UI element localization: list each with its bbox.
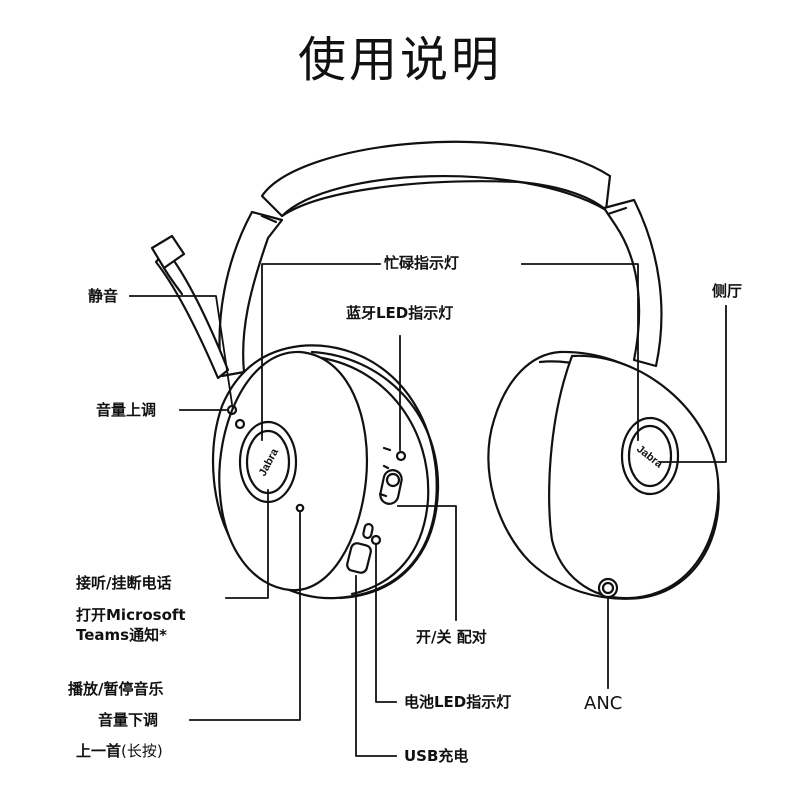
- label-previous-main: 上一首: [76, 742, 122, 760]
- label-previous: 上一首(长按): [76, 742, 163, 761]
- microphone-boom: [154, 248, 230, 380]
- label-battery-led: 电池LED指示灯: [404, 693, 512, 711]
- volume-up-button: [234, 418, 246, 430]
- right-yoke: [602, 198, 663, 368]
- label-previous-hint: (长按): [121, 742, 163, 760]
- microphone-tip: [150, 234, 186, 270]
- label-power-pair: 开/关 配对: [416, 628, 487, 646]
- label-busy-light: 忙碌指示灯: [384, 254, 460, 272]
- battery-led-window: [362, 522, 374, 540]
- headband-inner-line: [280, 180, 608, 218]
- mute-button: [226, 404, 238, 416]
- left-yoke: [218, 210, 284, 378]
- page-title: 使用说明: [297, 32, 502, 88]
- label-usb-charge: USB充电: [404, 747, 469, 765]
- label-answer-end: 接听/挂断电话: [76, 574, 172, 592]
- label-bluetooth-led: 蓝牙LED指示灯: [346, 304, 454, 322]
- label-play-pause: 播放/暂停音乐: [68, 680, 164, 698]
- headband: [260, 140, 612, 218]
- label-teams-line2: Teams通知*: [76, 626, 167, 644]
- usb-port: [346, 542, 372, 574]
- anc-button: [597, 577, 619, 599]
- label-sidetone: 侧厅: [712, 282, 743, 300]
- bluetooth-led: [395, 450, 407, 462]
- label-mute: 静音: [88, 287, 119, 305]
- left-cushion: [310, 350, 440, 600]
- label-volume-down: 音量下调: [98, 711, 159, 729]
- label-teams-line1: 打开Microsoft: [76, 606, 186, 624]
- label-anc: ANC: [584, 693, 623, 714]
- label-volume-up: 音量上调: [96, 401, 157, 419]
- leader-lines: [129, 263, 727, 757]
- right-logo-disc: [620, 416, 680, 496]
